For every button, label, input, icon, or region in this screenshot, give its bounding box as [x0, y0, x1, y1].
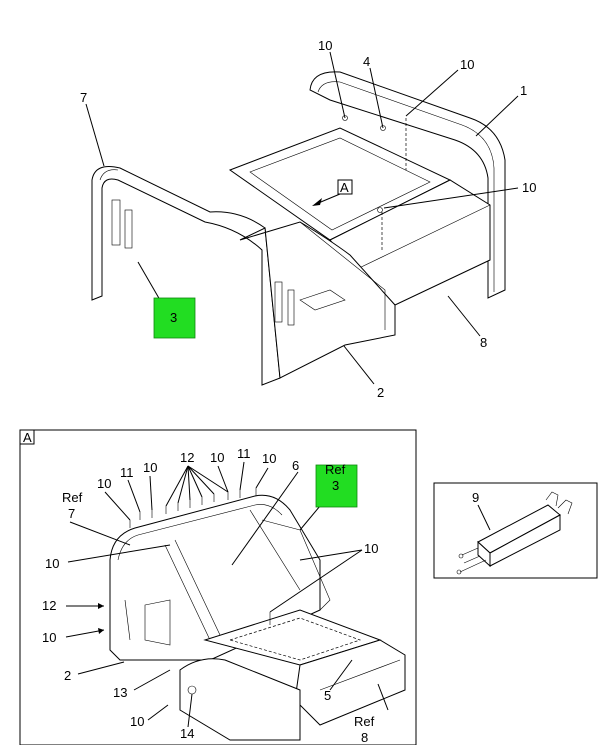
callout-a-10-b: 10: [210, 450, 224, 465]
detail-a-title: A: [23, 430, 32, 445]
hotspot-3-detail[interactable]: [315, 464, 358, 508]
callout-a-7: 7: [68, 506, 75, 521]
detail-9-part: [456, 491, 573, 575]
callout-main-3[interactable]: 3: [170, 310, 177, 325]
callout-a-10-c: 10: [262, 451, 276, 466]
callout-a-10-a: 10: [143, 460, 157, 475]
callout-a-14: 14: [180, 726, 194, 741]
callout-a-10-h: 10: [130, 714, 144, 729]
callout-main-2: 2: [377, 385, 384, 400]
detail-a-frame: [19, 429, 417, 745]
callout-a-10-e: 10: [45, 556, 59, 571]
callout-a-2: 2: [64, 668, 71, 683]
callout-a-11-left: 11: [120, 465, 134, 480]
callout-a-6: 6: [292, 458, 299, 473]
callout-main-4: 4: [363, 54, 370, 69]
callout-9: 9: [472, 490, 479, 505]
view-a-marker: A: [340, 180, 349, 195]
callout-main-10-top: 10: [318, 38, 332, 53]
callout-main-10-right: 10: [460, 57, 474, 72]
main-leader-lines: [85, 51, 519, 385]
detail-9-frame: [433, 482, 598, 579]
callout-a-ref-8: Ref: [354, 714, 375, 729]
callout-a-13: 13: [113, 685, 127, 700]
detail-a-assembly: [109, 488, 406, 741]
callout-a-ref-7: Ref: [62, 490, 83, 505]
callout-main-7: 7: [80, 90, 87, 105]
detail-9-leader: [477, 504, 491, 531]
callout-main-10-mid: 10: [522, 180, 536, 195]
callout-a-5: 5: [324, 688, 331, 703]
callout-main-8: 8: [480, 335, 487, 350]
callout-a-3[interactable]: 3: [332, 478, 339, 493]
callout-a-11-right: 11: [237, 446, 251, 461]
callout-main-1: 1: [520, 83, 527, 98]
callout-a-12-side: 12: [42, 598, 56, 613]
callout-a-8: 8: [361, 730, 368, 745]
callout-a-10-f: 10: [364, 541, 378, 556]
main-assembly: [91, 71, 506, 386]
view-a-marker-box: [337, 179, 353, 195]
callout-a-ref-3[interactable]: Ref: [325, 462, 346, 477]
callout-a-10-d: 10: [97, 476, 111, 491]
callout-a-12-top: 12: [180, 450, 194, 465]
callout-a-10-g: 10: [42, 630, 56, 645]
hotspot-3-main[interactable]: [153, 297, 196, 339]
